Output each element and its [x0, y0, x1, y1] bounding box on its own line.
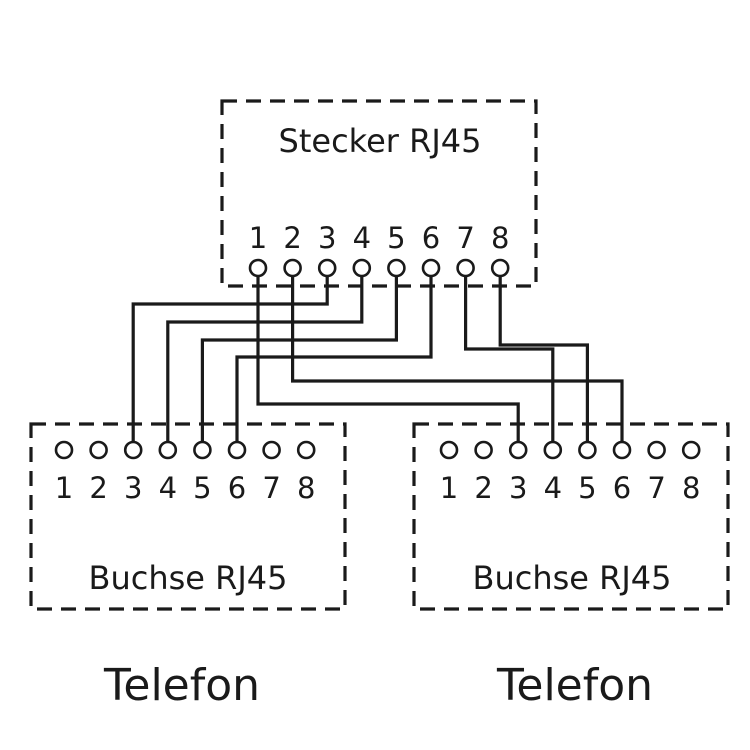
plug-pin [317, 258, 337, 278]
jack-pin-number: 4 [159, 471, 177, 505]
jack-left-box [29, 422, 347, 611]
plug-pin-number: 3 [318, 221, 336, 255]
jack-pin-number: 6 [613, 471, 631, 505]
wires [131, 268, 624, 450]
jack-pin [647, 440, 666, 460]
plug-pin [352, 258, 372, 278]
plug-pin [283, 258, 302, 278]
jack-pin-number: 5 [578, 471, 596, 505]
jack-pin [296, 440, 316, 460]
jack-pin-number: 1 [440, 471, 458, 505]
jack-pin-number: 4 [544, 471, 562, 505]
plug-pin-number: 1 [249, 221, 267, 255]
jack-pin [227, 440, 247, 460]
plug-pin-number: 2 [283, 221, 301, 255]
wire-plug-2 [291, 268, 624, 450]
plug-box [220, 99, 538, 288]
wire-plug-8 [498, 268, 589, 450]
plug-pin [456, 258, 475, 278]
jack-pin-number: 8 [682, 471, 700, 505]
jack-pin-number: 2 [89, 471, 107, 505]
jack-pin [508, 440, 528, 460]
wire-plug-7 [464, 268, 555, 450]
jack-pin-number: 8 [297, 471, 315, 505]
jack-pin [578, 440, 597, 460]
jack-pin [474, 440, 493, 460]
plug-pin-number: 4 [353, 221, 371, 255]
caption-left: Telefon [103, 660, 260, 711]
jack-pin [193, 440, 212, 460]
plug-pin-number: 6 [422, 221, 440, 255]
plug-pins [248, 258, 510, 278]
plug-pin-number: 8 [491, 221, 509, 255]
jack-pin [158, 440, 178, 460]
plug-pin-number: 5 [387, 221, 405, 255]
wire-plug-6 [235, 268, 433, 450]
jack-right-title: Buchse RJ45 [472, 559, 671, 597]
jack-pin-number: 6 [228, 471, 246, 505]
jack-left-title: Buchse RJ45 [88, 559, 287, 597]
jack-pin [612, 440, 632, 460]
wire-plug-3 [131, 268, 329, 450]
jack-pin-number: 1 [55, 471, 73, 505]
caption-right: Telefon [496, 660, 653, 711]
plug-title: Stecker RJ45 [279, 122, 482, 160]
jack-pin-number: 5 [193, 471, 211, 505]
plug-pin [421, 258, 441, 278]
jack-right-pins [439, 440, 701, 460]
wire-plug-4 [166, 268, 364, 450]
jack-pin [123, 440, 143, 460]
plug-pin [490, 258, 510, 278]
jack-pin-number: 7 [647, 471, 665, 505]
jack-pin-number: 3 [124, 471, 142, 505]
plug-pin [387, 258, 406, 278]
jack-pin-number: 2 [474, 471, 492, 505]
jack-pin-number: 7 [262, 471, 280, 505]
plug-pin-number: 7 [456, 221, 474, 255]
jack-pin [89, 440, 108, 460]
jack-left-pins [54, 440, 316, 460]
jack-pin [543, 440, 563, 460]
wire-plug-5 [200, 268, 398, 450]
jack-right-box [412, 422, 730, 611]
jack-pin-number: 3 [509, 471, 527, 505]
jack-pin [681, 440, 701, 460]
jack-pin [262, 440, 281, 460]
jack-pin [54, 440, 74, 460]
jack-pin [439, 440, 459, 460]
wire-plug-1 [256, 268, 520, 450]
plug-pin [248, 258, 268, 278]
